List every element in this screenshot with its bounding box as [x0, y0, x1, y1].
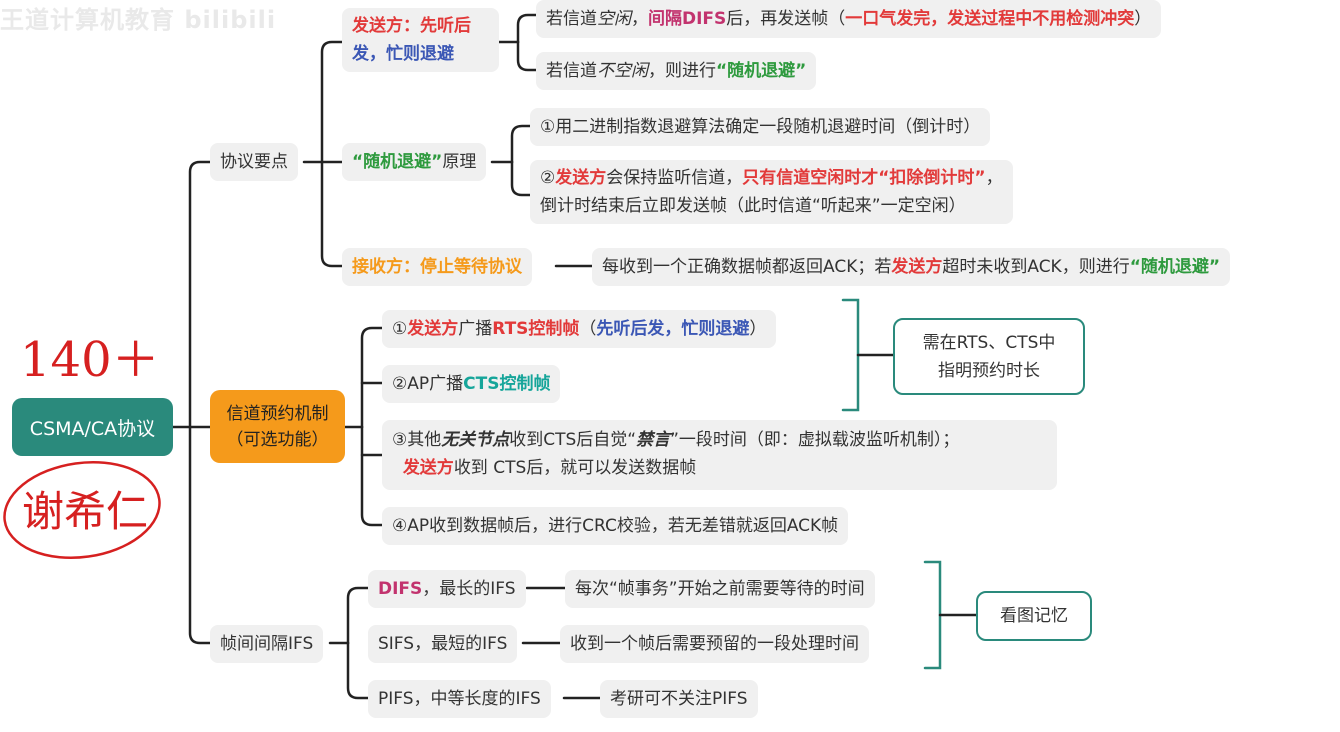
backoff-item-2: ②发送方会保持监听信道，只有信道空闲时才“扣除倒计时”，倒计时结束后立即发送帧（… — [530, 160, 1013, 224]
sender-busy-item: 若信道不空闲，则进行“随机退避” — [536, 52, 817, 90]
backoff-node: “随机退避”原理 — [342, 143, 487, 181]
watermark: 王道计算机教育 bilibili — [0, 6, 277, 34]
backoff-item-1: ①用二进制指数退避算法确定一段随机退避时间（倒计时） — [530, 108, 991, 146]
pifs-node: PIFS，中等长度的IFS — [368, 680, 551, 718]
rts-cts-note: 需在RTS、CTS中指明预约时长 — [893, 318, 1085, 395]
reservation-item-3: ③其他无关节点收到CTS后自觉“禁言”一段时间（即：虚拟载波监听机制）； 发送方… — [382, 420, 1057, 490]
reservation-item-1: ①发送方广播RTS控制帧（先听后发，忙则退避） — [382, 310, 777, 348]
handwritten-number: 140＋ — [20, 332, 160, 388]
sifs-node: SIFS，最短的IFS — [368, 625, 518, 663]
handwritten-circle — [3, 460, 161, 560]
difs-desc: 每次“帧事务”开始之前需要等待的时间 — [565, 570, 875, 608]
ifs-note: 看图记忆 — [976, 591, 1092, 641]
root-node: CSMA/CA协议 — [12, 398, 173, 456]
channel-reservation-node: 信道预约机制（可选功能） — [210, 390, 345, 463]
sender-idle-item: 若信道空闲，间隔DIFS后，再发送帧（一口气发完，发送过程中不用检测冲突） — [536, 0, 1162, 38]
reservation-item-2: ②AP广播CTS控制帧 — [382, 365, 561, 403]
sender-node: 发送方：先听后发，忙则退避 — [342, 8, 499, 72]
handwritten-name: 谢希仁 — [22, 487, 149, 536]
sifs-desc: 收到一个帧后需要预留的一段处理时间 — [560, 625, 869, 663]
receiver-item: 每收到一个正确数据帧都返回ACK；若发送方超时未收到ACK，则进行“随机退避” — [592, 248, 1231, 286]
protocol-points-node: 协议要点 — [210, 143, 298, 181]
pifs-desc: 考研可不关注PIFS — [600, 680, 758, 718]
receiver-node: 接收方：停止等待协议 — [342, 248, 532, 286]
reservation-item-4: ④AP收到数据帧后，进行CRC校验，若无差错就返回ACK帧 — [382, 507, 849, 545]
ifs-node: 帧间间隔IFS — [210, 625, 324, 663]
difs-node: DIFS，最长的IFS — [368, 570, 526, 608]
